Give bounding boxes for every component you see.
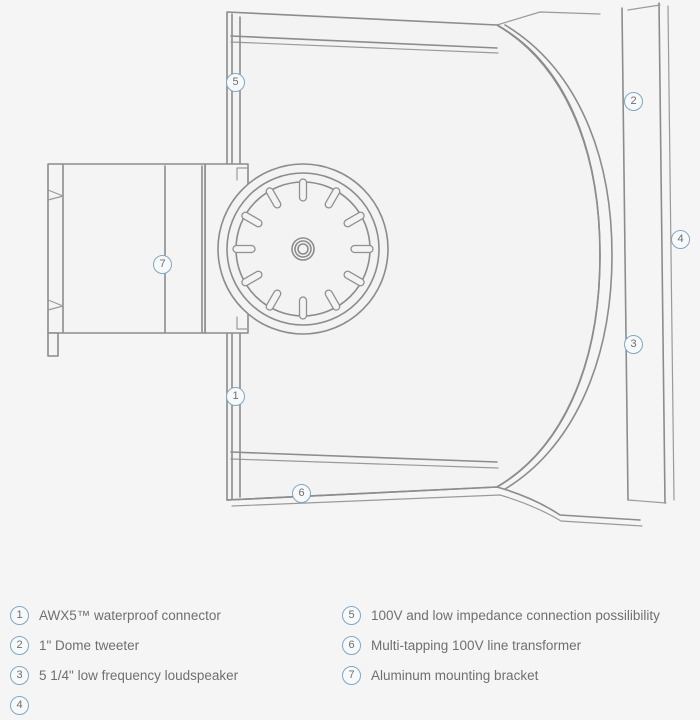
legend-item-2[interactable]: 2 1" Dome tweeter	[10, 630, 340, 660]
legend-badge-5: 5	[342, 605, 361, 625]
callout-marker-7[interactable]: 7	[153, 255, 172, 274]
legend-item-6[interactable]: 6 Multi-tapping 100V line transformer	[342, 630, 700, 660]
legend-badge-3: 3	[10, 665, 29, 685]
bracket-notch-top	[47, 189, 64, 201]
driver-mount-top	[236, 167, 249, 181]
driver-hub-outer	[291, 237, 315, 261]
cabinet-rear-bottom-closure	[627, 499, 667, 504]
cabinet-top-bevel	[230, 35, 498, 49]
bracket-foot-tab	[47, 332, 59, 357]
cabinet-bottom-shell-2	[231, 494, 643, 527]
cabinet-top-bevel-2	[230, 41, 499, 54]
cabinet-top-shoulder	[496, 11, 601, 26]
legend-label-5: 100V and low impedance connection possil…	[371, 607, 660, 623]
driver-radial-slots	[232, 178, 374, 320]
callout-marker-3[interactable]: 3	[624, 335, 643, 354]
driver-hub-mid	[294, 240, 312, 258]
callout-marker-2[interactable]: 2	[624, 92, 643, 111]
legend-item-7[interactable]: 7 Aluminum mounting bracket	[342, 660, 700, 690]
speaker-technical-drawing: 1 2 3 4 5 6 7	[47, 2, 690, 527]
cabinet-rear-panel	[621, 7, 629, 501]
cabinet-rear-top-closure	[627, 4, 661, 11]
cabinet-bottom-bevel-2	[230, 458, 499, 469]
legend-label-7: Aluminum mounting bracket	[371, 667, 539, 683]
driver-mid-ring	[226, 172, 380, 326]
callout-marker-4[interactable]: 4	[671, 230, 690, 249]
legend-item-3[interactable]: 3 5 1/4" low frequency loudspeaker	[10, 660, 340, 690]
legend-badge-7: 7	[342, 665, 361, 685]
cabinet-rear-panel-3	[667, 5, 675, 501]
callout-marker-5[interactable]: 5	[226, 73, 245, 92]
legend-badge-6: 6	[342, 635, 361, 655]
driver-mount-bottom	[236, 316, 249, 330]
legend-label-1: AWX5™ waterproof connector	[39, 607, 221, 623]
bracket-notch-bottom	[47, 299, 64, 311]
legend-badge-4: 4	[10, 695, 29, 715]
cabinet-right-curve-inner	[496, 24, 601, 488]
cabinet-right-curve-outer	[504, 24, 613, 490]
legend-badge-2: 2	[10, 635, 29, 655]
legend-item-5[interactable]: 5 100V and low impedance connection poss…	[342, 600, 700, 630]
legend-column-left: 1 AWX5™ waterproof connector 2 1" Dome t…	[10, 600, 340, 720]
cabinet-bottom-shell	[226, 486, 641, 521]
cabinet-bottom-bevel	[230, 451, 498, 463]
legend-item-4[interactable]: 4	[10, 690, 340, 720]
legend-item-1[interactable]: 1 AWX5™ waterproof connector	[10, 600, 340, 630]
legend-badge-1: 1	[10, 605, 29, 625]
cabinet-rear-panel-2	[658, 2, 666, 504]
legend-label-3: 5 1/4" low frequency loudspeaker	[39, 667, 239, 683]
callout-marker-1[interactable]: 1	[226, 387, 245, 406]
legend: 1 AWX5™ waterproof connector 2 1" Dome t…	[0, 600, 700, 715]
callout-marker-6[interactable]: 6	[292, 484, 311, 503]
aluminum-mounting-bracket	[47, 163, 206, 334]
legend-label-6: Multi-tapping 100V line transformer	[371, 637, 582, 653]
drawing-canvas	[47, 2, 675, 527]
driver-dome-tweeter	[297, 243, 309, 255]
legend-label-2: 1" Dome tweeter	[39, 637, 140, 653]
legend-column-right: 5 100V and low impedance connection poss…	[342, 600, 700, 690]
